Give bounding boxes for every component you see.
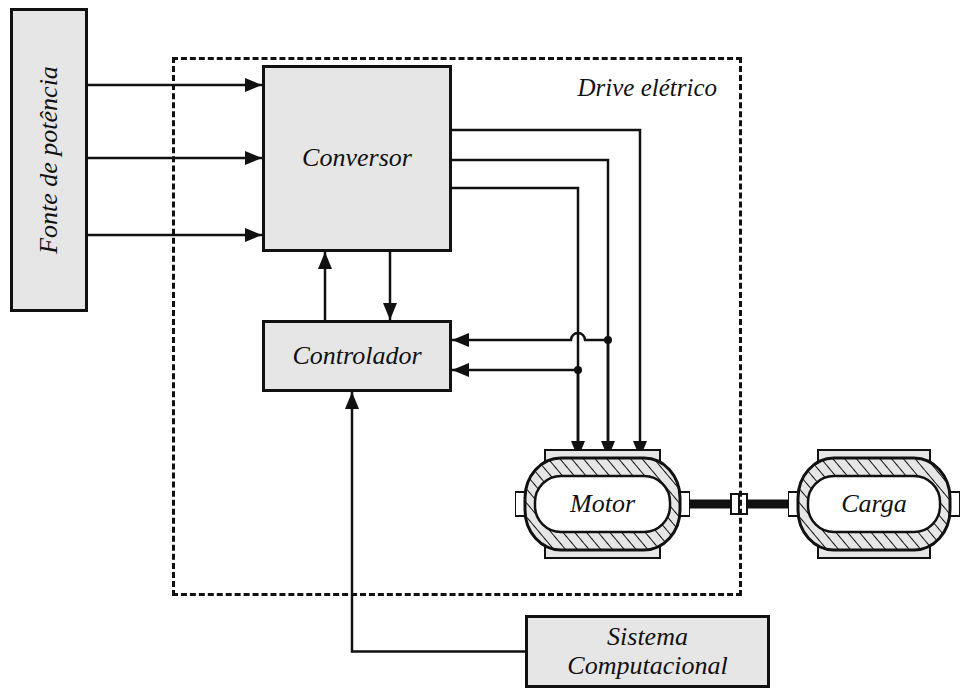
signal-arrow <box>452 160 608 458</box>
node-label: Controlador <box>292 342 421 371</box>
signal-arrow <box>452 370 578 458</box>
computer-system-box: Sistema Computacional <box>525 615 770 688</box>
motor-machine: Motor <box>515 448 690 560</box>
motor-shaft <box>688 500 790 509</box>
signal-arrow <box>88 234 262 237</box>
signal-arrow <box>352 392 525 652</box>
coupling-flange <box>731 494 747 514</box>
node-label: Conversor <box>302 144 412 173</box>
converter-box: Conversor <box>262 65 452 252</box>
power-source-box: Fonte de potência <box>10 8 88 312</box>
controller-box: Controlador <box>262 320 452 392</box>
signal-arrow <box>389 252 392 320</box>
drive-region: Drive elétricoConversorControladorMotor <box>172 57 742 596</box>
node-label: Motor <box>570 490 635 519</box>
junction-dot <box>574 366 582 374</box>
node-label: Sistema Computacional <box>528 623 767 680</box>
signal-arrow <box>452 130 640 458</box>
signal-arrow <box>88 157 262 160</box>
node-label: Fonte de potência <box>35 66 64 254</box>
signal-arrow <box>452 333 608 458</box>
signal-arrow <box>452 188 578 458</box>
signal-arrow <box>88 84 262 87</box>
region-heading: Drive elétrico <box>577 74 717 102</box>
load-machine: Carga <box>788 448 960 560</box>
node-label: Carga <box>841 490 907 519</box>
signal-arrow <box>324 252 327 320</box>
junction-dot <box>604 336 612 344</box>
